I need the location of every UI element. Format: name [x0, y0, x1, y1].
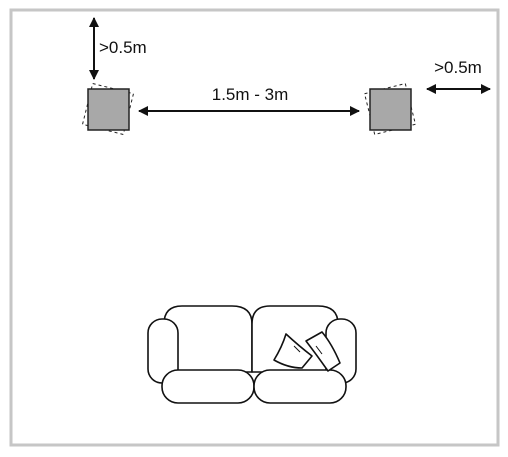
speaker-spacing-label: 1.5m - 3m	[212, 85, 289, 104]
side-clearance-label: >0.5m	[434, 58, 482, 77]
right-speaker-icon	[363, 82, 417, 136]
sofa-icon	[147, 305, 357, 404]
left-speaker-icon	[81, 82, 135, 136]
top-clearance-label: >0.5m	[99, 38, 147, 57]
room-outline	[9, 8, 500, 447]
